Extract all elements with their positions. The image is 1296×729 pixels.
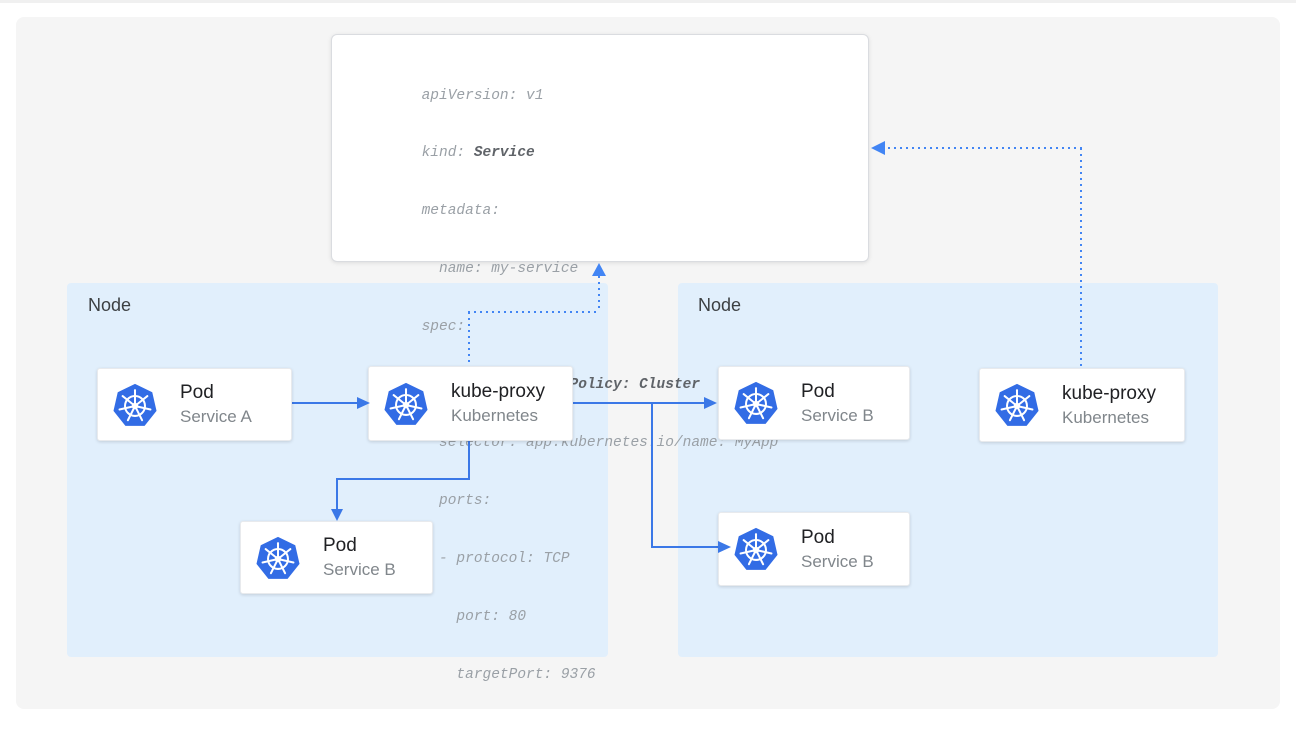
yaml-line: name: my-service	[421, 261, 579, 278]
dotted-right-horizontal	[888, 147, 1082, 149]
card-title: Pod	[801, 380, 835, 402]
arrowhead-dotted-to-yaml-right	[871, 141, 885, 155]
yaml-line: port: 80	[421, 608, 527, 625]
top-edge-strip	[0, 0, 1296, 3]
node-label-right: Node	[698, 295, 742, 315]
yaml-line: - protocol: TCP	[421, 550, 570, 567]
yaml-line: spec:	[421, 319, 466, 336]
arrow-branch-vertical	[651, 402, 653, 548]
card-title: kube-proxy	[1062, 382, 1156, 404]
card-kube-proxy-left: kube-proxy Kubernetes	[368, 366, 573, 441]
card-pod-service-a: Pod Service A	[97, 368, 292, 441]
service-yaml-card: apiVersion: v1 kind: Service metadata: n…	[331, 34, 869, 683]
card-title: Pod	[801, 526, 835, 548]
card-title: Pod	[180, 382, 214, 403]
arrowhead-pod-right-bottom	[718, 541, 731, 553]
yaml-line: kind: Service	[421, 145, 535, 162]
kubernetes-icon	[732, 379, 780, 427]
yaml-line: targetPort: 9376	[421, 666, 596, 683]
node-panel-left	[67, 283, 608, 657]
dotted-left-horizontal	[468, 311, 600, 313]
kubernetes-icon	[382, 380, 430, 428]
arrow-kube-proxy-down	[468, 441, 470, 479]
service-yaml-code: apiVersion: v1 kind: Service metadata: n…	[421, 48, 779, 683]
kubernetes-icon	[732, 525, 780, 573]
card-kube-proxy-right: kube-proxy Kubernetes	[979, 368, 1185, 442]
arrowhead-dotted-to-yaml-bottom	[592, 263, 606, 276]
arrowhead-pod-b-left	[331, 509, 343, 521]
card-subtitle: Service B	[801, 551, 874, 571]
card-pod-service-b-right-bottom: Pod Service B	[718, 512, 910, 586]
yaml-line: apiVersion: v1	[421, 87, 544, 104]
card-title: kube-proxy	[451, 381, 545, 402]
dotted-kube-proxy-left-up	[468, 312, 470, 366]
arrow-kube-proxy-to-pod-right-top	[573, 402, 705, 404]
card-subtitle: Kubernetes	[451, 406, 538, 425]
kubernetes-icon	[111, 381, 159, 429]
card-subtitle: Service B	[323, 560, 396, 579]
arrowhead-pod-a-to-kube-proxy	[357, 397, 370, 409]
card-subtitle: Kubernetes	[1062, 407, 1149, 427]
kubernetes-icon	[254, 534, 302, 582]
card-pod-service-b-left: Pod Service B	[240, 521, 433, 594]
card-title: Pod	[323, 535, 357, 556]
arrow-kube-proxy-down-horizontal	[336, 478, 470, 480]
card-subtitle: Service B	[801, 405, 874, 425]
yaml-line: ports:	[421, 492, 492, 509]
arrow-down-to-pod-b-left	[336, 478, 338, 509]
dotted-kube-proxy-right-up	[1080, 148, 1082, 368]
card-pod-service-b-right-top: Pod Service B	[718, 366, 910, 440]
card-subtitle: Service A	[180, 407, 252, 426]
arrow-pod-a-to-kube-proxy	[292, 402, 360, 404]
kubernetes-icon	[993, 381, 1041, 429]
dotted-left-to-yaml	[598, 276, 600, 312]
yaml-line: metadata:	[421, 203, 500, 220]
node-label-left: Node	[88, 295, 132, 315]
arrowhead-pod-right-top	[704, 397, 717, 409]
node-panel-right	[678, 283, 1218, 657]
arrow-kube-proxy-to-pod-right-bottom	[651, 546, 718, 548]
